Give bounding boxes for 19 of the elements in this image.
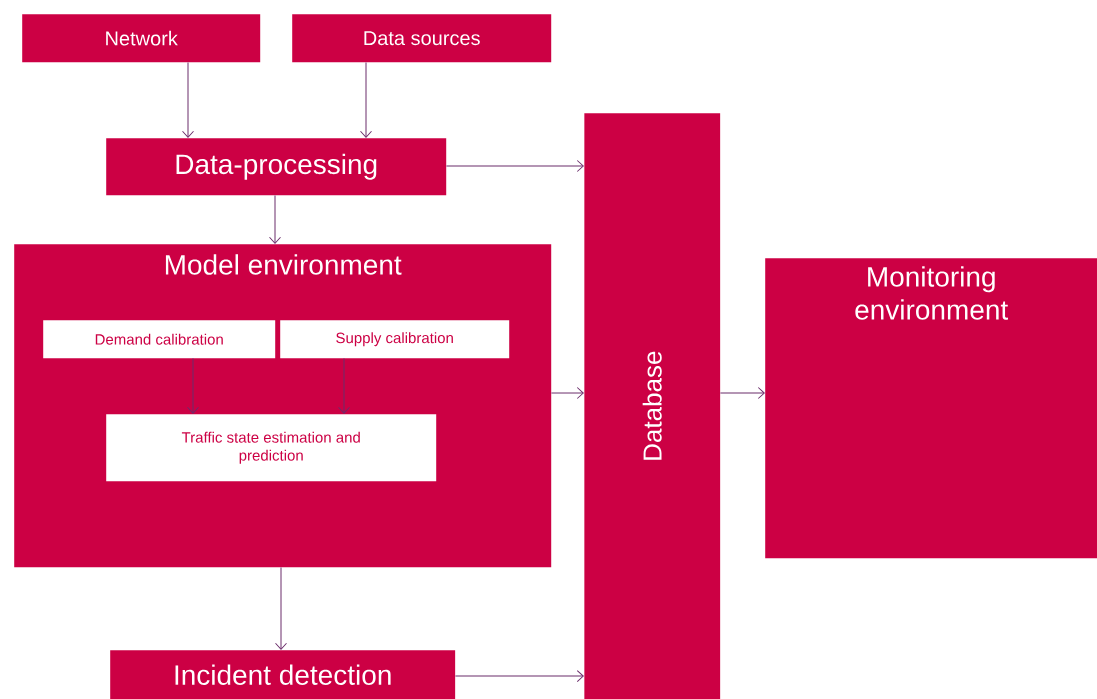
process-box: Data sources (292, 14, 552, 63)
arrow (719, 387, 765, 399)
process-box: Demand calibration (43, 320, 276, 359)
arrow (275, 566, 287, 650)
arrow (445, 160, 584, 172)
arrow (187, 357, 199, 414)
process-box: Network (22, 14, 261, 63)
process-box: Traffic state estimation and prediction (106, 414, 437, 482)
arrow (182, 61, 194, 138)
process-box: Incident detection (110, 650, 456, 699)
arrow (360, 61, 372, 138)
process-box: Data-processing (106, 138, 447, 196)
arrow (454, 670, 584, 682)
database-bar: Database (584, 113, 721, 699)
heading-panel: Monitoring environment (765, 258, 1097, 559)
arrow (338, 357, 350, 414)
arrow (550, 387, 584, 399)
process-box: Supply calibration (280, 320, 510, 359)
arrow (269, 194, 281, 244)
